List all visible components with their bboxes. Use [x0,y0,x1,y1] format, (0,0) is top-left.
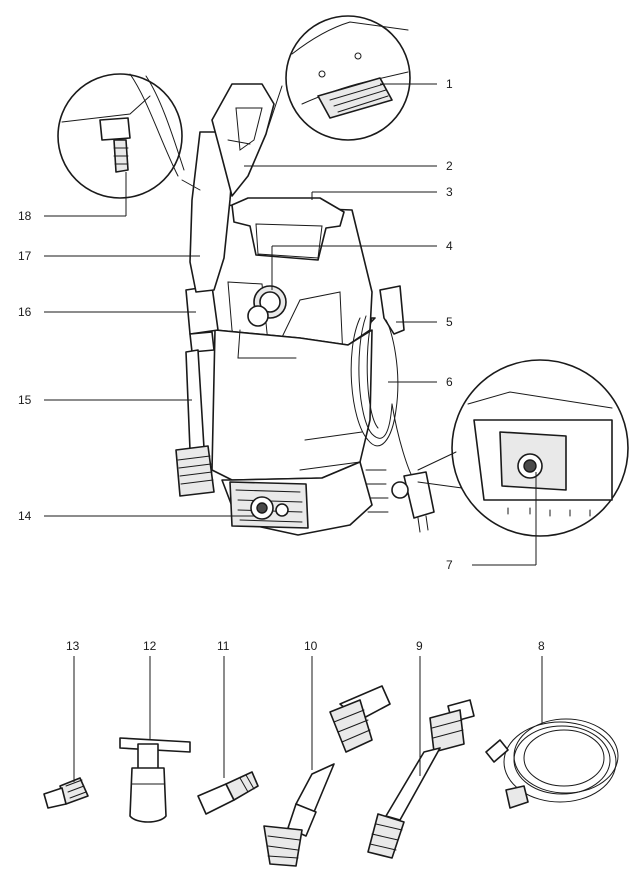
callout-10: 10 [304,639,318,653]
callout-6: 6 [446,375,453,389]
part-12-detergent-bottle [119,737,191,823]
callout-15: 15 [18,393,32,407]
callout-14: 14 [18,509,32,523]
part-10-variable-lance [263,685,391,867]
pressure-washer-unit [175,83,435,536]
callout-2: 2 [446,159,453,173]
callout-11: 11 [217,639,230,653]
callout-12: 12 [143,639,157,653]
callout-17: 17 [18,249,32,263]
part-13-spray-nozzle [43,777,89,809]
callout-3: 3 [446,185,453,199]
callout-9: 9 [416,639,423,653]
leader-lines [44,83,543,782]
callout-5: 5 [446,315,453,329]
callout-18: 18 [18,209,32,223]
callout-7: 7 [446,558,453,572]
callout-16: 16 [18,305,32,319]
part-8-high-pressure-hose [485,718,619,809]
detail-safety-lock [267,15,411,141]
part-9-standard-lance [367,699,475,859]
callout-13: 13 [66,639,80,653]
detail-water-inlet [417,359,629,537]
callout-4: 4 [446,239,453,253]
callout-8: 8 [538,639,545,653]
detail-gun-nozzle [57,73,201,199]
callout-labels: 1 2 3 4 5 6 7 8 9 10 11 12 13 14 15 16 1… [18,77,545,653]
part-11-adapter [197,771,259,815]
callout-1: 1 [446,77,453,91]
